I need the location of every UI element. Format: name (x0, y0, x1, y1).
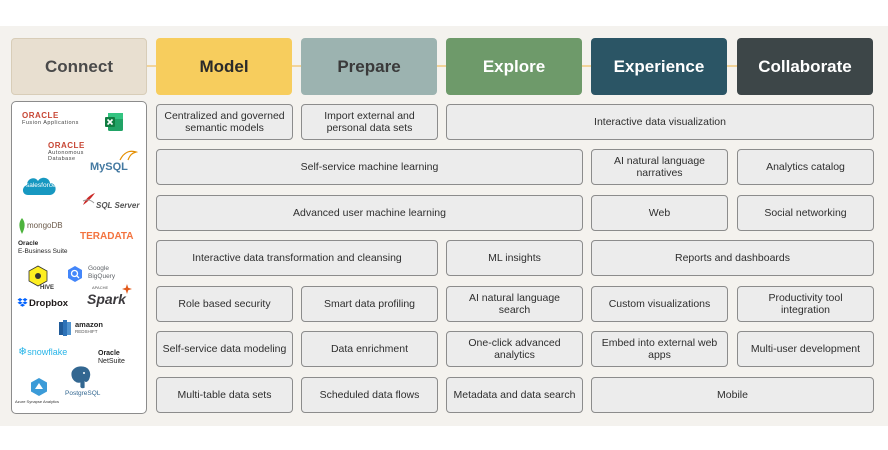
header-collaborate: Collaborate (737, 38, 873, 95)
excel-icon (105, 113, 123, 131)
snowflake-logo: ❄snowflake (18, 346, 68, 358)
header-experience: Experience (591, 38, 727, 95)
capability-metadata-search: Metadata and data search (446, 377, 583, 413)
mysql-dolphin-icon (119, 150, 138, 161)
azure-synapse-icon (31, 378, 47, 396)
header-explore: Explore (446, 38, 582, 95)
capability-import-external-data: Import external and personal data sets (301, 104, 438, 140)
capability-reports-dashboards: Reports and dashboards (591, 240, 874, 276)
capability-web: Web (591, 195, 728, 231)
capability-mobile: Mobile (591, 377, 874, 413)
capability-interactive-transformation: Interactive data transformation and clea… (156, 240, 438, 276)
google-bigquery-logo: Google BigQuery (88, 265, 116, 280)
capability-ml-insights: ML insights (446, 240, 583, 276)
capability-productivity-integration: Productivity tool integration (737, 286, 874, 322)
hive-bee-icon (28, 265, 48, 287)
header-model: Model (156, 38, 292, 95)
capability-self-service-modeling: Self-service data modeling (156, 331, 293, 367)
dropbox-logo: Dropbox (29, 298, 69, 309)
sql-server-logo: SQL Server (96, 201, 140, 210)
oracle-netsuite-logo: Oracle NetSuite (98, 350, 125, 365)
bigquery-icon (68, 266, 82, 282)
mongodb-logo: mongoDB (27, 221, 63, 230)
capability-multi-user-development: Multi-user development (737, 331, 874, 367)
capability-role-based-security: Role based security (156, 286, 293, 322)
oracle-autonomous-database-logo: ORACLE Autonomous Database (48, 141, 85, 162)
capability-interactive-data-visualization: Interactive data visualization (446, 104, 874, 140)
capability-centralized-semantic-models: Centralized and governed semantic models (156, 104, 293, 140)
connect-logo-panel: ORACLE Fusion Applications ORACLE Autono… (11, 101, 147, 414)
capability-custom-visualizations: Custom visualizations (591, 286, 728, 322)
capability-smart-data-profiling: Smart data profiling (301, 286, 438, 322)
sql-server-icon (82, 193, 95, 205)
capability-one-click-analytics: One-click advanced analytics (446, 331, 583, 367)
oracle-ebs-logo: Oracle E-Business Suite (18, 240, 68, 255)
dropbox-icon (17, 298, 28, 307)
apache-spark-logo: APACHE (92, 285, 109, 290)
azure-synapse-logo: Azure Synapse Analytics (15, 399, 60, 404)
salesforce-logo: salesforce (26, 182, 56, 189)
mysql-logo: MySQL (90, 161, 128, 173)
redshift-icon (59, 320, 71, 336)
capability-ai-search: AI natural language search (446, 286, 583, 322)
header-connect: Connect (11, 38, 147, 95)
hive-logo: HIVE (40, 285, 55, 291)
capability-ai-narratives: AI natural language narratives (591, 149, 728, 185)
snowflake-icon: ❄ (18, 346, 28, 358)
salesforce-cloud-icon (22, 177, 56, 195)
capability-advanced-ml: Advanced user machine learning (156, 195, 583, 231)
capability-social-networking: Social networking (737, 195, 874, 231)
postgresql-elephant-icon (70, 365, 91, 390)
spark-star-icon (122, 284, 132, 294)
capability-self-service-ml: Self-service machine learning (156, 149, 583, 185)
header-prepare: Prepare (301, 38, 437, 95)
capability-scheduled-data-flows: Scheduled data flows (301, 377, 438, 413)
capability-embed-web-apps: Embed into external web apps (591, 331, 728, 367)
spark-logo: Spark (87, 291, 126, 307)
capability-data-enrichment: Data enrichment (301, 331, 438, 367)
capability-analytics-catalog: Analytics catalog (737, 149, 874, 185)
amazon-redshift-logo: amazon REDSHIFT (75, 320, 103, 334)
teradata-logo: TERADATA (80, 231, 134, 242)
capability-multi-table-data-sets: Multi-table data sets (156, 377, 293, 413)
header-connector-line (140, 65, 740, 67)
oracle-fusion-logo: ORACLE Fusion Applications (22, 111, 79, 126)
postgresql-logo: PostgreSQL (65, 390, 101, 397)
mongodb-leaf-icon (19, 218, 25, 234)
